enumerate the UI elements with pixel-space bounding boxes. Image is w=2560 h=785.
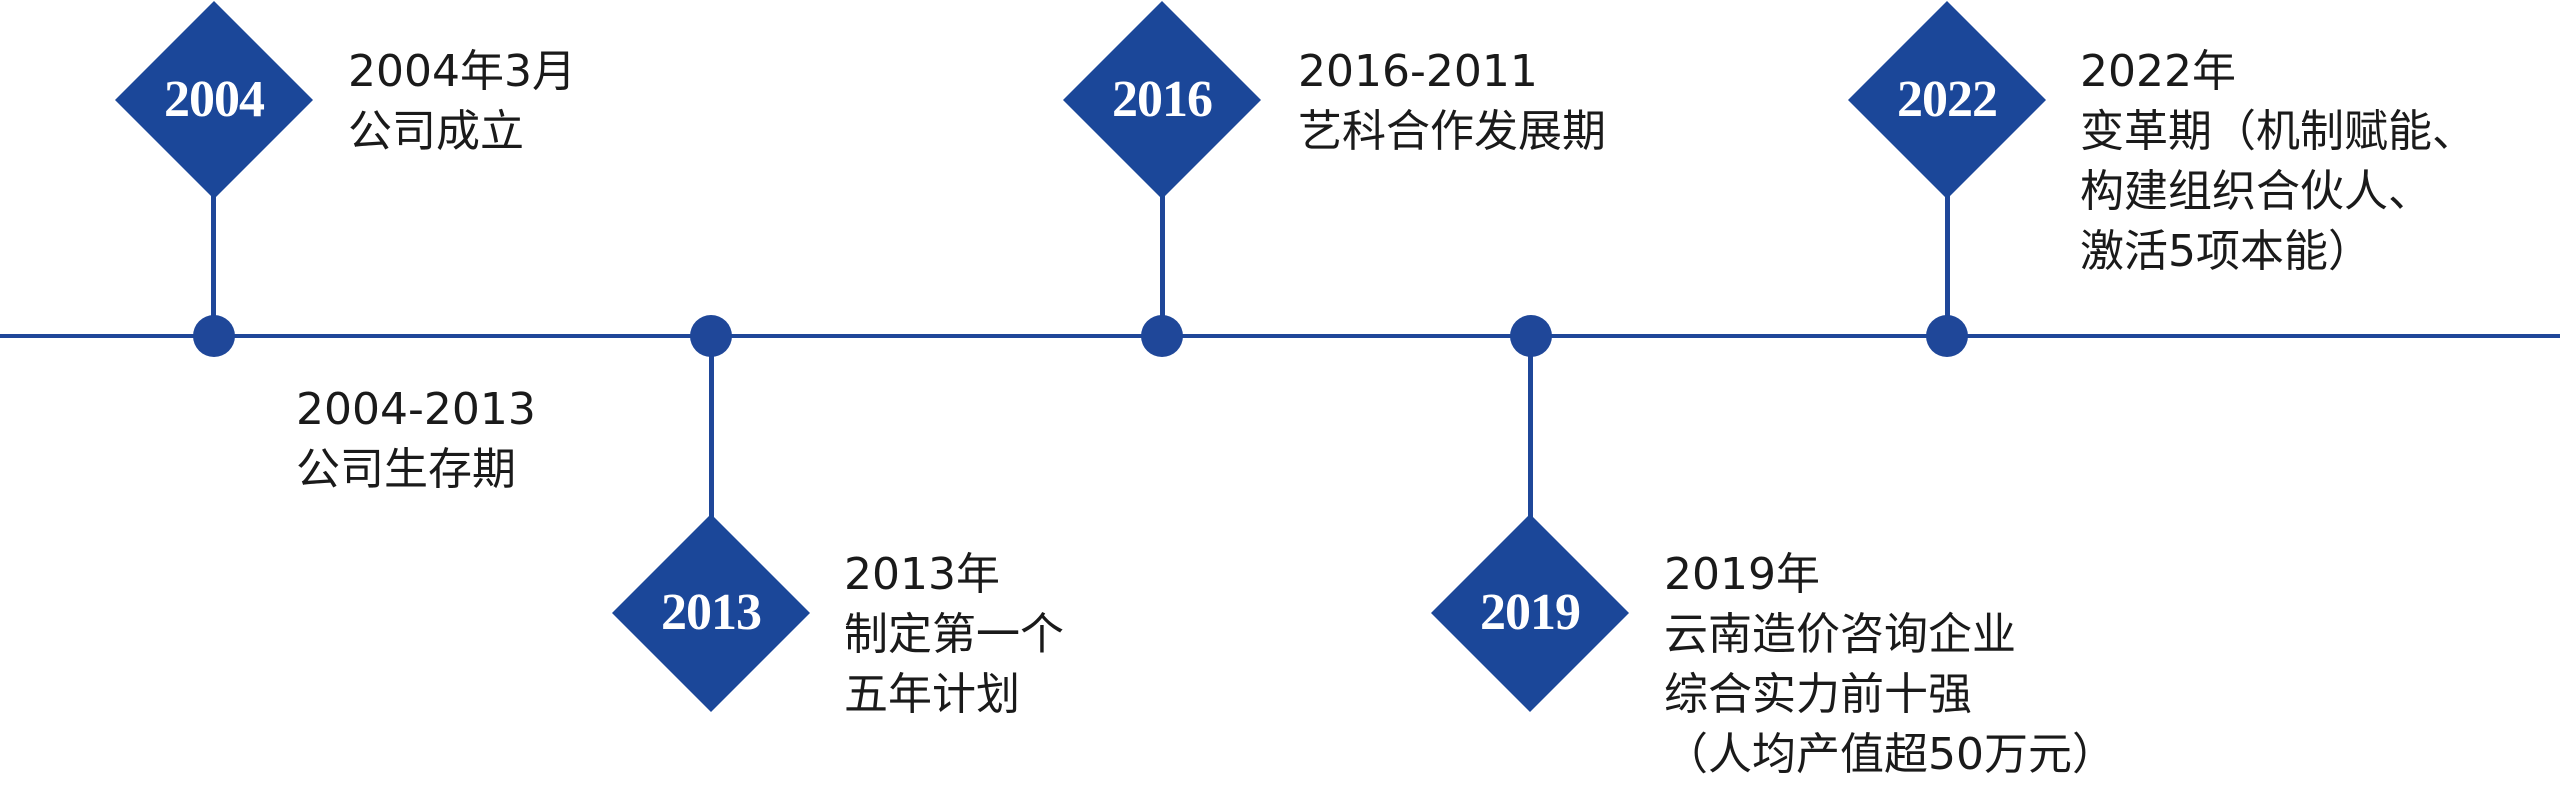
- caption-line: 云南造价咨询企业: [1664, 609, 2016, 660]
- stem-2022: [1945, 180, 1950, 336]
- milestone-caption-2013: 2013年 制定第一个 五年计划: [844, 545, 1064, 725]
- timeline-dot-2013: [690, 315, 732, 357]
- stem-2019: [1528, 336, 1533, 521]
- caption-line: 公司生存期: [296, 444, 516, 495]
- timeline-dot-2022: [1926, 315, 1968, 357]
- caption-line: 2013年: [844, 549, 1000, 600]
- year-badge-label-2004: 2004: [164, 71, 265, 128]
- milestone-caption-2019: 2019年 云南造价咨询企业 综合实力前十强 （人均产值超50万元）: [1664, 545, 2116, 785]
- period-caption-2004-2013: 2004-2013 公司生存期: [296, 380, 536, 500]
- caption-line: 五年计划: [844, 669, 1020, 720]
- caption-line: 2022年: [2080, 46, 2236, 97]
- milestone-caption-2004: 2004年3月 公司成立: [348, 42, 576, 162]
- caption-line: 2016-2011: [1298, 46, 1538, 97]
- caption-line: 艺科合作发展期: [1298, 106, 1606, 157]
- stem-2016: [1160, 180, 1165, 336]
- caption-line: 变革期（机制赋能、: [2080, 106, 2476, 157]
- caption-line: 激活5项本能）: [2080, 226, 2372, 277]
- stem-2004: [211, 180, 216, 336]
- year-badge-label-2022: 2022: [1897, 71, 1998, 128]
- caption-line: 综合实力前十强: [1664, 669, 1972, 720]
- caption-line: 2019年: [1664, 549, 1820, 600]
- milestone-caption-2016: 2016-2011 艺科合作发展期: [1298, 42, 1606, 162]
- caption-line: 2004年3月: [348, 46, 576, 97]
- caption-line: 公司成立: [348, 106, 524, 157]
- caption-line: 2004-2013: [296, 384, 536, 435]
- caption-line: 构建组织合伙人、: [2080, 166, 2432, 217]
- milestone-caption-2022: 2022年 变革期（机制赋能、 构建组织合伙人、 激活5项本能）: [2080, 42, 2476, 282]
- timeline-dot-2016: [1141, 315, 1183, 357]
- year-badge-label-2013: 2013: [661, 584, 762, 641]
- caption-line: （人均产值超50万元）: [1664, 729, 2116, 780]
- year-badge-label-2019: 2019: [1480, 584, 1581, 641]
- timeline-dot-2004: [193, 315, 235, 357]
- stem-2013: [709, 336, 714, 521]
- timeline-dot-2019: [1510, 315, 1552, 357]
- timeline-axis: [0, 334, 2560, 338]
- caption-line: 制定第一个: [844, 609, 1064, 660]
- year-badge-label-2016: 2016: [1112, 71, 1213, 128]
